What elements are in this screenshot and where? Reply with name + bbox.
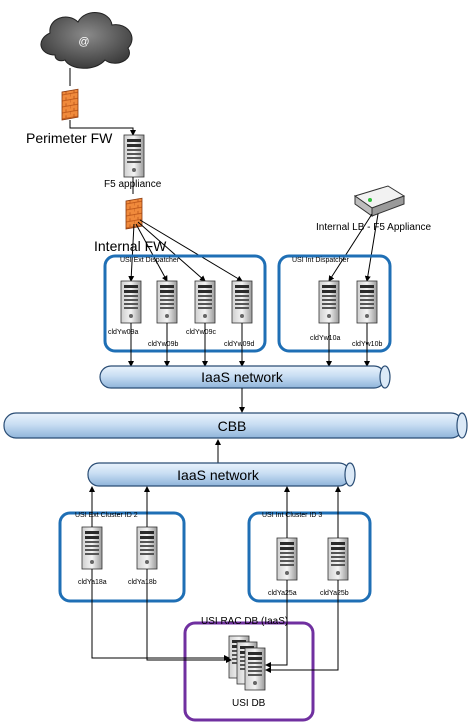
f5-appliance-server-icon — [123, 134, 145, 178]
server-cldYa18a-icon — [81, 526, 103, 570]
iaas-network-top-pipe: IaaS network — [99, 365, 391, 389]
server-label: cldYw09a — [108, 329, 138, 336]
server-cldYa25a-icon — [276, 537, 298, 581]
cbb-pipe: CBB — [3, 412, 468, 439]
iaas-network-bottom-pipe: IaaS network — [87, 462, 356, 487]
internal-lb-label: Internal LB - F5 Appliance — [316, 222, 432, 233]
server-cldYa18b-icon — [136, 526, 158, 570]
server-cldYa25b-icon — [327, 537, 349, 581]
server-label: cldYa25b — [320, 590, 349, 597]
server-label: cldYw09b — [148, 341, 178, 348]
usi-db-label: USI DB — [232, 698, 266, 709]
server-cldYw09b-icon — [156, 280, 178, 324]
rac-db-group — [183, 621, 315, 722]
server-label: cldYw09c — [186, 329, 216, 336]
int-cluster-label: USI Int Cluster ID 3 — [262, 512, 322, 519]
perimeter-fw-label: Perimeter FW — [26, 130, 113, 146]
server-cldYw09a-icon — [120, 280, 142, 324]
ext-dispatcher-label: USI Ext Dispatcher — [120, 257, 180, 264]
usi-db-server-icon — [228, 635, 266, 691]
server-cldYw09d-icon — [231, 280, 253, 324]
internal-fw-label: Internal FW — [94, 238, 167, 254]
int-dispatcher-group — [277, 254, 392, 353]
server-label: cldYw10a — [310, 335, 340, 342]
server-cldYw10b-icon — [356, 280, 378, 324]
server-label: cldYw09d — [224, 341, 254, 348]
cloud-symbol: @ — [78, 36, 89, 48]
int-cluster-group — [247, 511, 372, 603]
rac-db-label: USI RAC DB (IaaS) — [201, 616, 288, 627]
internet-cloud-icon: @ — [40, 12, 133, 69]
server-label: cldYa18b — [128, 579, 157, 586]
server-cldYw09c-icon — [194, 280, 216, 324]
cbb-label: CBB — [218, 418, 247, 434]
internal-lb-appliance-icon — [353, 185, 406, 217]
iaas-network-top-label: IaaS network — [201, 369, 284, 385]
server-cldYw10a-icon — [318, 280, 340, 324]
perimeter-firewall-icon — [61, 88, 79, 121]
ext-dispatcher-group — [103, 254, 267, 353]
int-dispatcher-label: USI Int Dispatcher — [292, 257, 349, 264]
ext-cluster-group — [58, 511, 186, 603]
iaas-network-bottom-label: IaaS network — [177, 467, 260, 483]
ext-cluster-label: USI Ext Cluster ID 2 — [75, 512, 138, 519]
server-label: cldYa25a — [268, 590, 297, 597]
